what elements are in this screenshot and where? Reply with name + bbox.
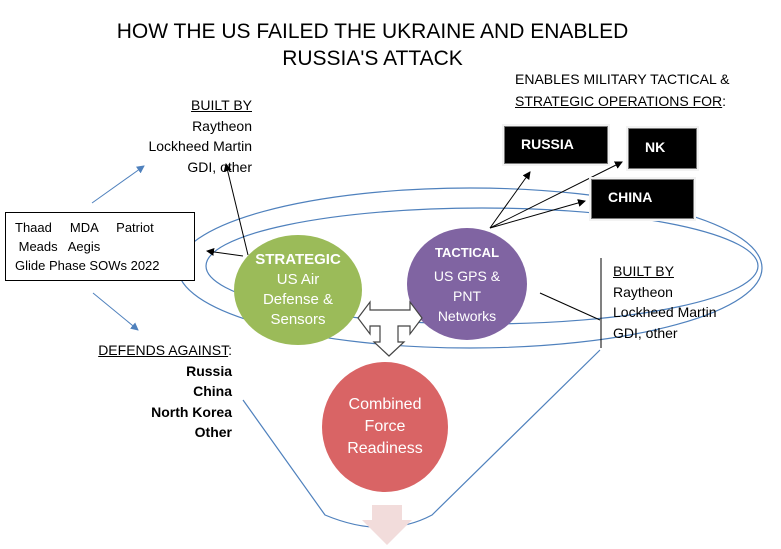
- combined-line: Combined: [348, 396, 422, 413]
- threat: Russia: [186, 362, 232, 379]
- systems-line: Thaad MDA Patriot: [15, 220, 154, 235]
- arrow-to-china: [489, 199, 586, 229]
- arrow-to-builders: [223, 163, 249, 256]
- combined-readiness-circle: Combined Force Readiness: [322, 362, 448, 492]
- builder: GDI, other: [613, 324, 678, 341]
- defends-heading: DEFENDS AGAINST: [98, 342, 229, 358]
- colon: :: [228, 342, 232, 358]
- tactical-heading: TACTICAL: [434, 244, 500, 260]
- target-nk: NK: [626, 126, 699, 171]
- built-by-left: BUILT BY Raytheon Lockheed Martin GDI, o…: [148, 95, 252, 177]
- threat: China: [193, 383, 232, 399]
- target-china: CHINA: [589, 177, 696, 221]
- target-russia: RUSSIA: [502, 124, 610, 166]
- strategic-circle: STRATEGIC US Air Defense & Sensors: [234, 235, 362, 345]
- builder: Lockheed Martin: [148, 138, 252, 154]
- enables-line: STRATEGIC OPERATIONS FOR: [515, 93, 723, 109]
- title-line: RUSSIA'S ATTACK: [282, 47, 463, 70]
- combined-line: Force: [364, 418, 406, 435]
- built-by-right: BUILT BY Raytheon Lockheed Martin GDI, o…: [613, 261, 717, 343]
- builder: GDI, other: [187, 158, 252, 175]
- tactical-circle: TACTICAL US GPS & PNT Networks: [407, 228, 527, 340]
- tactical-builder-line: [539, 292, 601, 321]
- threat: Other: [194, 424, 232, 440]
- systems-line: Meads Aegis: [15, 239, 101, 254]
- strategic-heading: STRATEGIC: [255, 251, 341, 268]
- colon: :: [722, 93, 727, 109]
- tactical-line: US GPS &: [433, 267, 501, 284]
- strategic-line: Defense &: [262, 291, 334, 308]
- systems-box: Thaad MDA Patriot Meads Aegis Glide Phas…: [5, 212, 195, 281]
- builder: Raytheon: [192, 117, 252, 134]
- arrow-to-russia: [489, 171, 531, 229]
- target-label: CHINA: [608, 189, 653, 205]
- enables-heading: ENABLES MILITARY TACTICAL & STRATEGIC OP…: [515, 68, 729, 112]
- target-label: RUSSIA: [521, 136, 574, 152]
- builder: Raytheon: [613, 283, 673, 300]
- strategic-line: Sensors: [270, 311, 326, 328]
- systems-line: Glide Phase SOWs 2022: [15, 258, 160, 273]
- arrow-to-nk: [489, 161, 623, 229]
- tactical-line: Networks: [437, 307, 497, 324]
- arrow-to-systems: [206, 248, 244, 257]
- enables-line: ENABLES MILITARY TACTICAL &: [515, 71, 730, 87]
- built-by-heading: BUILT BY: [613, 263, 674, 279]
- builder: Lockheed Martin: [613, 304, 717, 320]
- combined-line: Readiness: [347, 440, 423, 457]
- defends-against: DEFENDS AGAINST: Russia China North Kore…: [98, 340, 232, 443]
- page-title: HOW THE US FAILED THE UKRAINE AND ENABLE…: [0, 18, 745, 72]
- double-arrow-icon: [357, 300, 423, 357]
- title-line: HOW THE US FAILED THE UKRAINE AND ENABLE…: [116, 20, 629, 43]
- threat: North Korea: [151, 403, 232, 420]
- blue-arrow-built-by: [91, 165, 145, 204]
- tactical-line: PNT: [453, 287, 481, 304]
- output-arrow: [362, 505, 412, 545]
- target-label: NK: [645, 139, 666, 155]
- strategic-line: US Air: [276, 271, 320, 288]
- built-by-heading: BUILT BY: [191, 97, 252, 113]
- blue-arrow-defends: [92, 292, 139, 331]
